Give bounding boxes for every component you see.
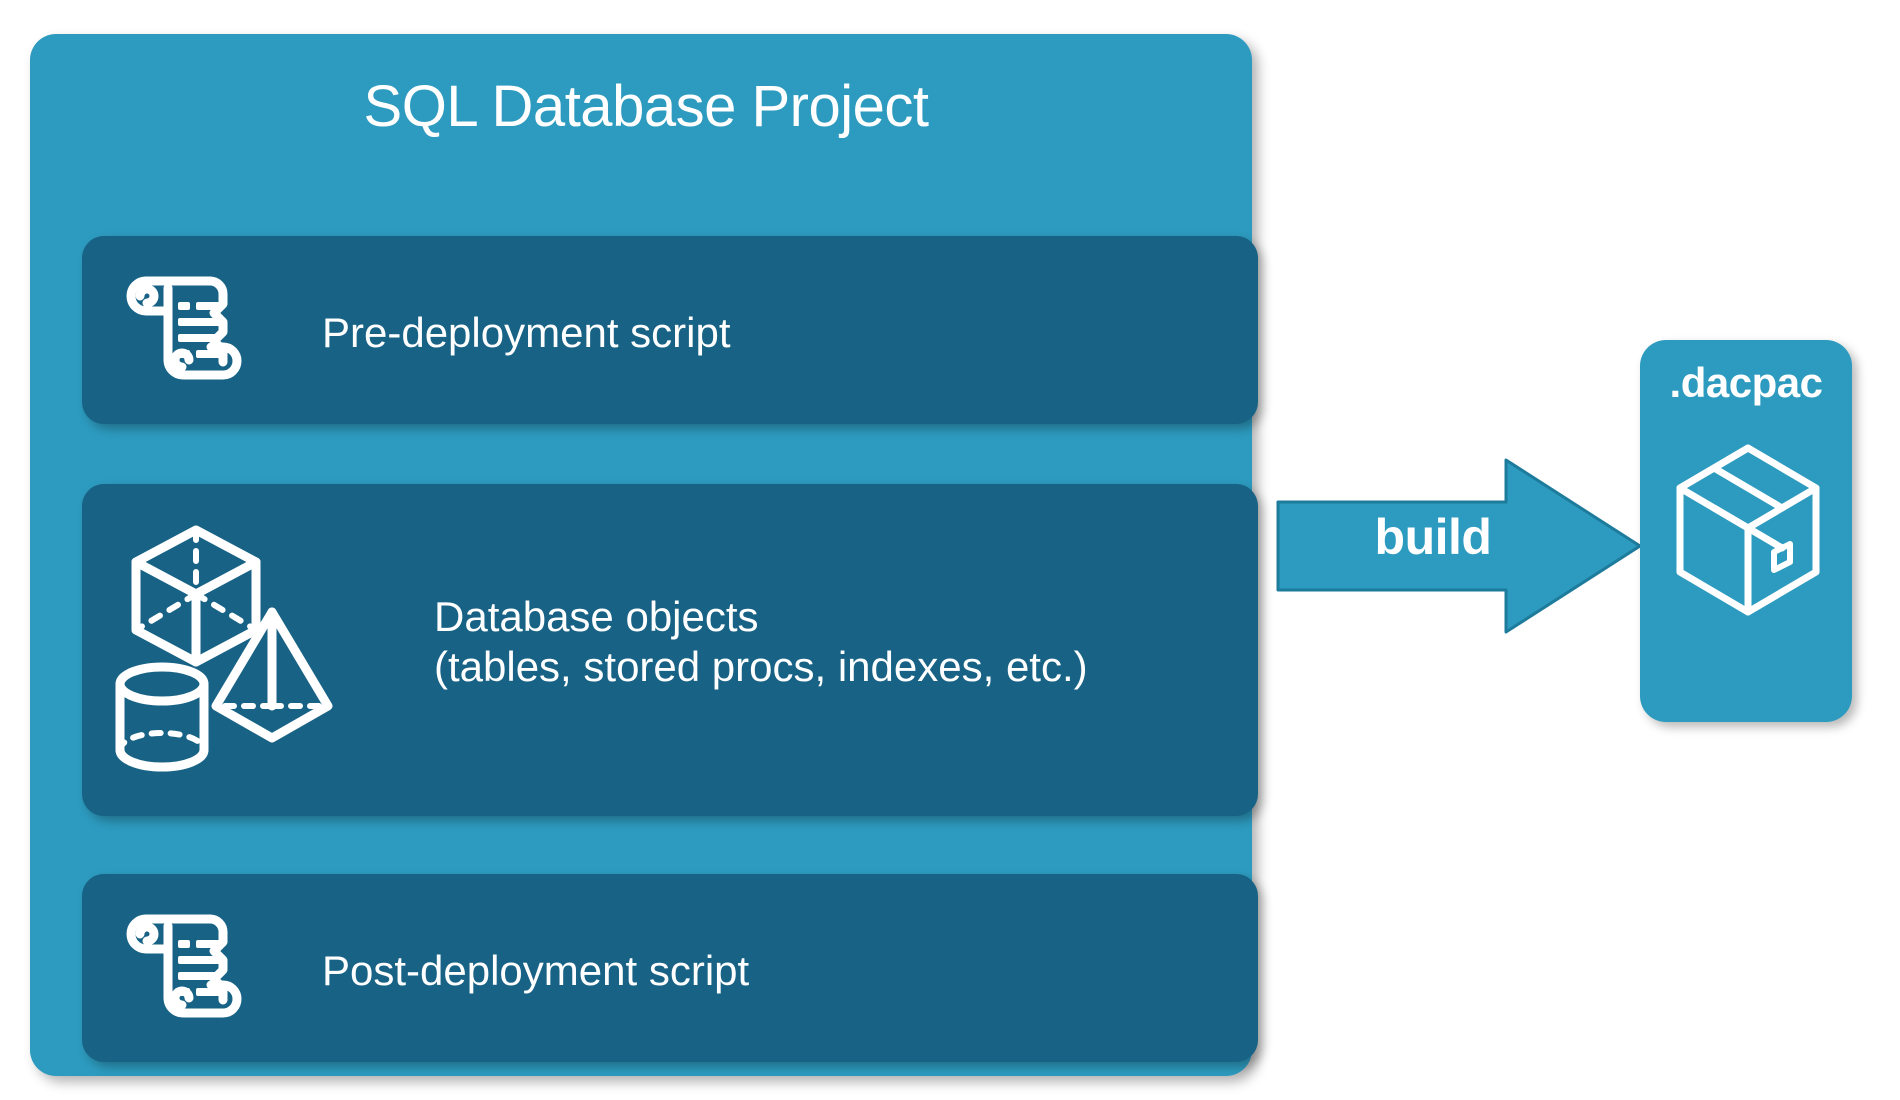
post-deployment-script-label: Post-deployment script [322, 947, 750, 994]
pyramid-wireframe-icon [211, 607, 333, 743]
pre-deployment-script-label: Pre-deployment script [322, 309, 731, 356]
cylinder-wireframe-icon [115, 662, 209, 772]
database-objects-card[interactable]: Database objects (tables, stored procs, … [82, 484, 1258, 816]
arrow-right-icon [1276, 456, 1643, 636]
scroll-icon [112, 906, 252, 1030]
scroll-icon [112, 268, 252, 392]
project-title: SQL Database Project [363, 74, 929, 139]
pre-deployment-script-card[interactable]: Pre-deployment script [82, 236, 1258, 424]
dacpac-output-card[interactable]: .dacpac [1640, 340, 1852, 722]
package-box-icon [1670, 430, 1826, 630]
3d-shapes-icon [104, 516, 404, 786]
build-arrow-label: build [1374, 509, 1492, 565]
database-objects-label: Database objects (tables, stored procs, … [434, 593, 1088, 690]
post-deployment-script-card[interactable]: Post-deployment script [82, 874, 1258, 1062]
sql-database-project-container: SQL Database Project [30, 34, 1258, 1076]
dacpac-title: .dacpac [1669, 359, 1823, 406]
